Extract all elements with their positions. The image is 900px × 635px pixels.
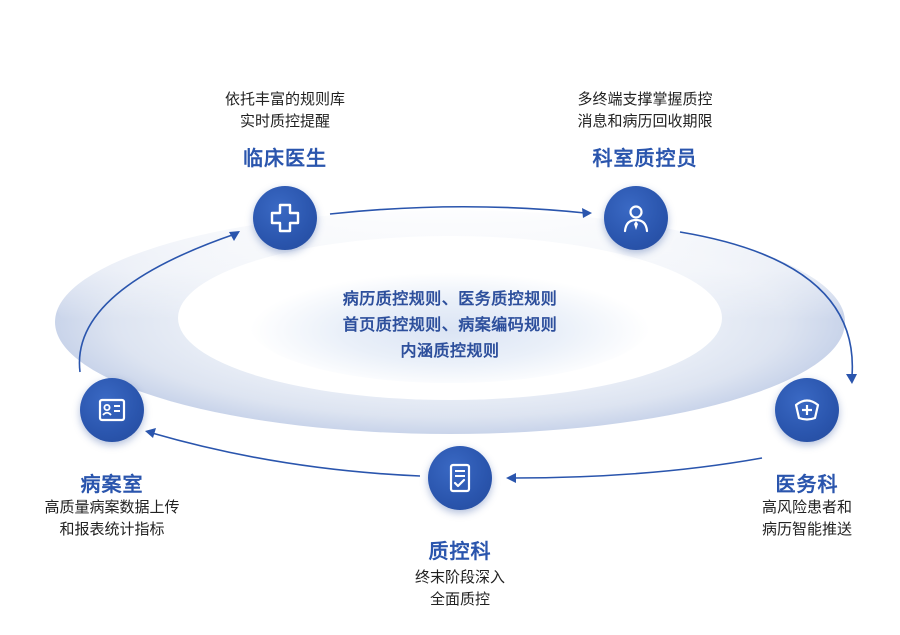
checklist-icon	[449, 463, 471, 493]
medical-affairs-node[interactable]	[775, 378, 839, 442]
records-room-desc-line-1: 高质量病案数据上传	[44, 498, 180, 516]
center-glow	[250, 267, 650, 383]
medical-cross-icon	[270, 203, 300, 233]
arrow-top	[329, 205, 586, 215]
clinician-description: 依托丰富的规则库 实时质控提醒	[190, 88, 380, 132]
qc-staff-desc-line-1: 多终端支撑掌握质控	[577, 90, 713, 108]
medical-affairs-title: 医务科	[775, 472, 839, 496]
qc-staff-node[interactable]	[604, 186, 668, 250]
records-room-title: 病案室	[80, 472, 144, 496]
arrow-bottom-right	[513, 457, 763, 479]
medical-affairs-description: 高风险患者和 病历智能推送	[742, 496, 872, 540]
qc-dept-desc-line-1: 终末阶段深入	[414, 568, 505, 586]
core-rules-line-3: 内涵质控规则	[400, 341, 500, 360]
core-rules-line-2: 首页质控规则、病案编码规则	[342, 315, 558, 334]
orbit-arrows	[78, 205, 854, 479]
qc-dept-desc-line-2: 全面质控	[429, 590, 490, 608]
arrow-bottom-left	[151, 432, 421, 477]
records-room-node[interactable]	[80, 378, 144, 442]
arrow-right	[679, 231, 854, 377]
id-card-icon	[98, 398, 126, 422]
arrowhead-bottom-left	[145, 428, 156, 438]
qc-dept-title: 质控科	[428, 539, 492, 563]
nurse-cap-icon	[794, 399, 820, 421]
arrow-heads	[145, 208, 857, 483]
qc-staff-description: 多终端支撑掌握质控 消息和病历回收期限	[545, 88, 745, 132]
arrowhead-right	[846, 374, 857, 384]
qc-staff-title: 科室质控员	[592, 146, 698, 170]
core-rules-line-1: 病历质控规则、医务质控规则	[342, 289, 558, 308]
core-rules-text: 病历质控规则、医务质控规则 首页质控规则、病案编码规则 内涵质控规则	[250, 286, 650, 364]
arrowhead-top	[582, 208, 592, 218]
clinician-desc-line-2: 实时质控提醒	[239, 112, 330, 130]
clinician-node[interactable]	[253, 186, 317, 250]
medical-affairs-desc-line-1: 高风险患者和	[761, 498, 852, 516]
clinician-title: 临床医生	[243, 146, 327, 170]
qc-staff-desc-line-2: 消息和病历回收期限	[577, 112, 713, 130]
qc-dept-node[interactable]	[428, 446, 492, 510]
arrowhead-top-left	[229, 231, 240, 241]
arrowhead-bottom-right	[506, 473, 516, 483]
person-tie-icon	[623, 205, 649, 233]
clinician-desc-line-1: 依托丰富的规则库	[224, 90, 345, 108]
arrow-top-left	[78, 232, 239, 373]
records-room-description: 高质量病案数据上传 和报表统计指标	[22, 496, 202, 540]
qc-dept-description: 终末阶段深入 全面质控	[385, 566, 535, 610]
records-room-desc-line-2: 和报表统计指标	[59, 520, 165, 538]
medical-affairs-desc-line-2: 病历智能推送	[761, 520, 852, 538]
